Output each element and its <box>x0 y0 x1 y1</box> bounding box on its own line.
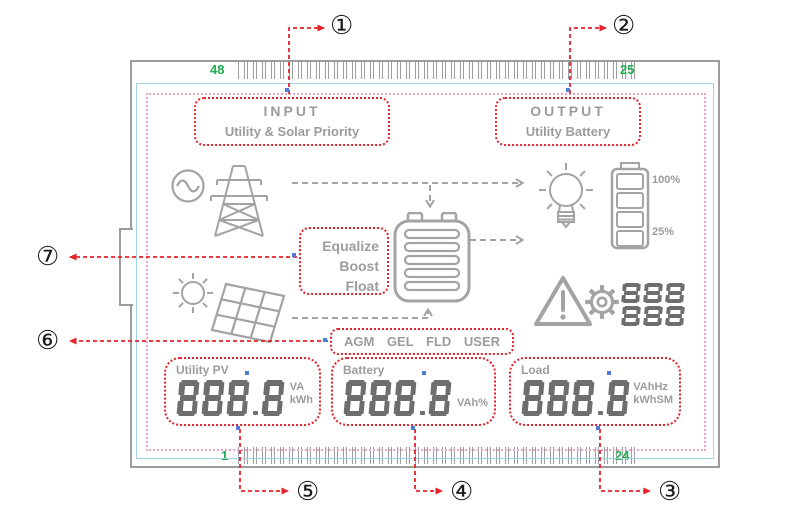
anchor-marker <box>596 426 600 430</box>
input-title: INPUT <box>263 103 321 119</box>
anchor-marker <box>292 253 296 257</box>
anchor-marker <box>411 426 415 430</box>
battery-type-label: AGM GEL FLD USER <box>343 334 501 349</box>
battery-gauge-25-label: 25% <box>652 226 675 238</box>
light-bulb-icon <box>538 160 594 245</box>
display-units: VAhHz kWhSM <box>633 381 673 407</box>
battery-gauge-icon <box>610 162 650 255</box>
input-group-box: INPUT Utility & Solar Priority <box>194 97 390 146</box>
error-code-row <box>620 306 686 326</box>
top-pin-strip <box>238 62 640 79</box>
seven-segment-display <box>175 380 286 416</box>
anchor-marker <box>323 338 327 342</box>
display-units: VAh% <box>457 397 488 410</box>
display-units: VA kWh <box>290 381 313 407</box>
charge-mode-equalize: Equalize <box>322 238 379 254</box>
anchor-marker <box>285 88 289 92</box>
ac-source-icon <box>168 166 208 211</box>
callout-6: ⑥ <box>36 325 60 355</box>
display-label: Utility PV <box>176 363 229 377</box>
charge-mode-box: Equalize Boost Float <box>299 227 389 295</box>
anchor-marker <box>236 426 240 430</box>
callout-4: ④ <box>450 476 474 506</box>
display-unit: kWhSM <box>633 394 673 406</box>
anchor-marker <box>422 371 426 375</box>
battery-gauge-100-label: 100% <box>652 174 681 186</box>
output-subtitle: Utility Battery <box>525 124 611 139</box>
output-title: OUTPUT <box>530 103 606 119</box>
display-label: Battery <box>343 363 385 377</box>
seven-segment-display <box>520 380 631 416</box>
display-unit: VAhHz <box>633 381 668 393</box>
battery-icon <box>392 211 472 309</box>
left-notch <box>119 228 133 306</box>
charge-mode-boost: Boost <box>339 258 379 274</box>
callout-5: ⑤ <box>296 476 320 506</box>
display-load: Load VAhHz kWhSM <box>509 357 681 426</box>
display-label: Load <box>521 363 550 377</box>
gear-icon <box>582 282 622 327</box>
anchor-marker <box>245 371 249 375</box>
display-utility-pv: Utility PV VA kWh <box>164 357 321 426</box>
callout-2: ② <box>612 10 636 40</box>
output-group-box: OUTPUT Utility Battery <box>495 97 641 146</box>
display-unit: VA <box>289 381 305 393</box>
anchor-marker <box>566 88 570 92</box>
solar-panel-icon <box>206 278 290 355</box>
battery-type-box: AGM GEL FLD USER <box>330 328 514 355</box>
error-code-display <box>620 283 686 326</box>
display-unit: kWh <box>289 394 313 406</box>
charge-mode-float: Float <box>345 278 379 294</box>
pin-number-top-left: 48 <box>210 62 225 77</box>
display-battery: Battery VAh% <box>331 357 496 426</box>
callout-3: ③ <box>658 476 682 506</box>
callout-7: ⑦ <box>36 241 60 271</box>
anchor-marker <box>607 371 611 375</box>
pin-number-bottom-left: 1 <box>221 448 229 463</box>
error-code-row <box>620 283 686 303</box>
sun-icon <box>170 270 216 321</box>
seven-segment-display <box>342 380 453 416</box>
input-subtitle: Utility & Solar Priority <box>224 124 360 139</box>
power-tower-icon <box>203 160 275 243</box>
warning-triangle-icon <box>532 272 594 335</box>
callout-1: ① <box>330 10 354 40</box>
pin-number-top-right: 25 <box>620 62 635 77</box>
display-unit: VAh% <box>457 397 488 409</box>
